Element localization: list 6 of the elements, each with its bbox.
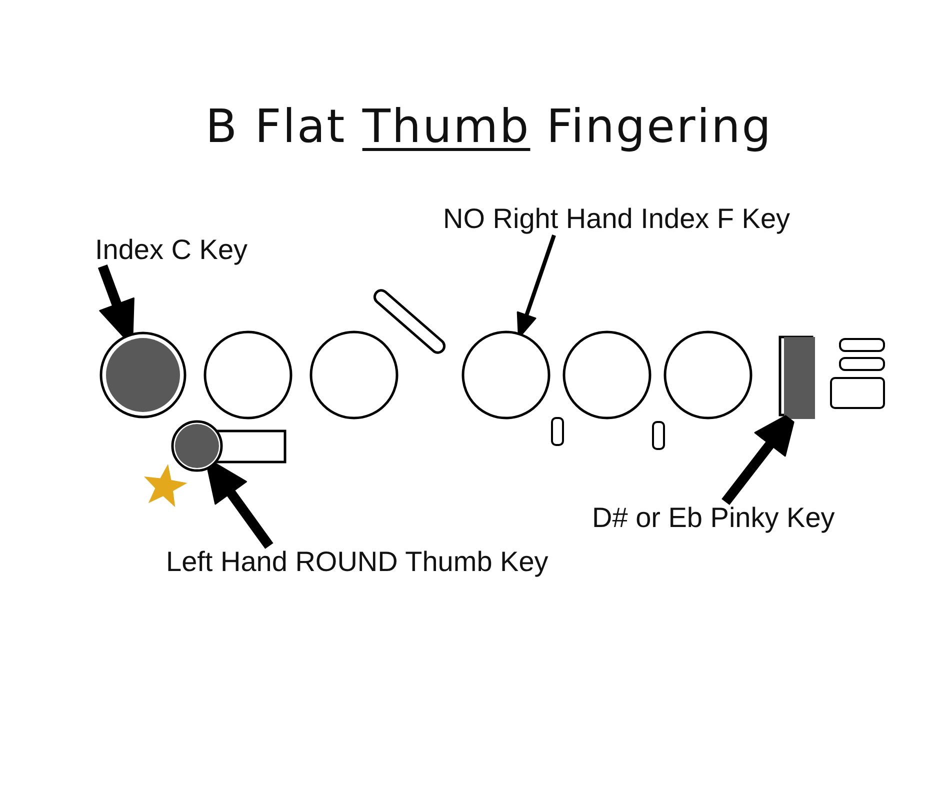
key-label: D# or Eb Pinky Key bbox=[592, 502, 835, 534]
filled-key bbox=[100, 332, 186, 418]
title: B Flat Thumb Fingering bbox=[206, 100, 772, 153]
key-label: NO Right Hand Index F Key bbox=[443, 203, 790, 236]
key-label: Index C Key bbox=[95, 234, 248, 266]
key-label: Left Hand ROUND Thumb Key bbox=[166, 546, 548, 578]
